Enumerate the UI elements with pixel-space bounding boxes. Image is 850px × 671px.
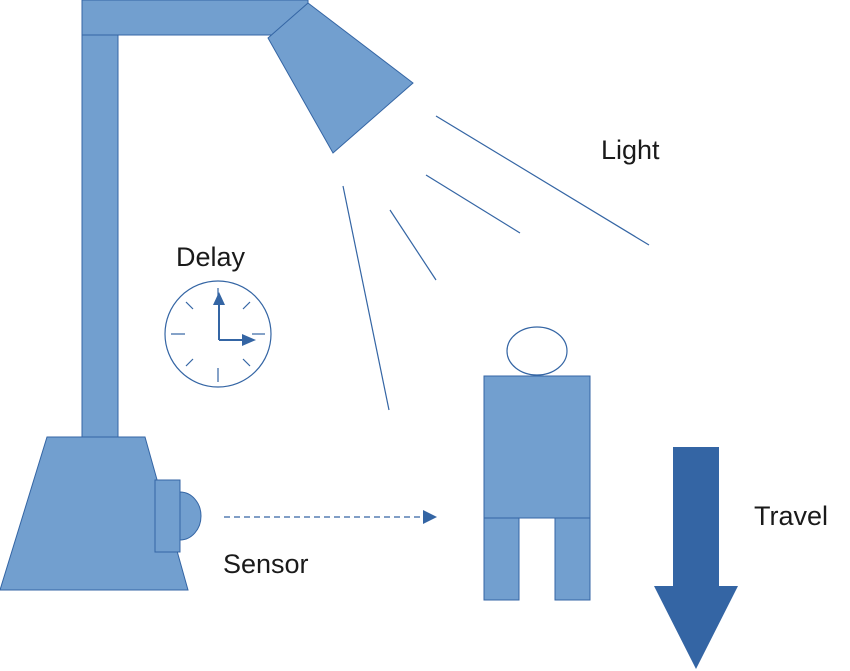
sensor-box (154, 479, 181, 553)
person-body (483, 375, 591, 519)
light-label: Light (601, 135, 660, 165)
down-arrow-icon (654, 447, 738, 669)
sensor-label: Sensor (223, 549, 309, 579)
lamp-post (81, 34, 119, 438)
clock-tick (185, 301, 194, 310)
sensor-dome (179, 491, 202, 541)
person-head (506, 326, 568, 376)
light-ray (389, 209, 437, 281)
person-left-leg (483, 517, 520, 601)
clock-minute-hand-tip (242, 334, 256, 346)
delay-label: Delay (176, 242, 246, 272)
light-ray (425, 174, 521, 234)
motion-sensor-icon (154, 479, 202, 553)
light-rays (342, 115, 650, 411)
sensor-detection-arrow (224, 510, 437, 524)
lamp-head-icon (267, 2, 414, 154)
travel-label: Travel (754, 501, 828, 531)
clock-tick (242, 301, 251, 310)
clock-tick (185, 358, 194, 367)
person-icon (483, 326, 591, 601)
light-ray (435, 115, 650, 246)
arrow-head-icon (423, 510, 437, 524)
person-right-leg (554, 517, 591, 601)
lamp-arm (81, 0, 309, 36)
lamp-base (0, 436, 189, 591)
clock-icon (164, 280, 272, 388)
clock-hour-hand-tip (213, 292, 225, 305)
light-ray (342, 185, 390, 411)
clock-tick (242, 358, 251, 367)
